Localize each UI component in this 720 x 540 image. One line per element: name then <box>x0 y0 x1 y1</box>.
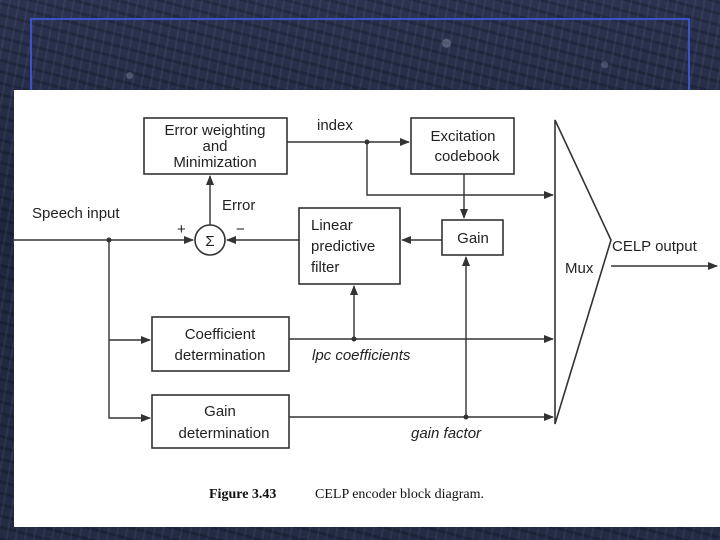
gain-det-line2: determination <box>179 425 270 442</box>
lpf-line2: predictive <box>311 238 375 255</box>
lpc-coefficients-label: lpc coefficients <box>312 347 411 364</box>
lpf-line3: filter <box>311 259 339 276</box>
to-gain-det-arrow <box>108 340 151 422</box>
error-weighting-line3: Minimization <box>173 154 256 171</box>
sigma-symbol: Σ <box>205 233 214 250</box>
plus-sign: + <box>177 221 186 238</box>
linear-predictive-filter-block: Linear predictive filter <box>298 207 401 285</box>
excitation-codebook-line1: Excitation <box>430 128 495 145</box>
gain-factor-label: gain factor <box>411 425 482 442</box>
minus-sign: − <box>236 221 245 238</box>
gain-block: Gain <box>441 219 504 256</box>
error-weighting-block: Error weighting and Minimization <box>143 117 288 175</box>
coeff-det-line2: determination <box>175 347 266 364</box>
celp-output-label: CELP output <box>612 238 698 255</box>
error-weighting-line2: and <box>202 138 227 155</box>
coefficient-determination-block: Coefficient determination <box>151 316 290 372</box>
figure-caption-text: CELP encoder block diagram. <box>315 487 484 502</box>
lpf-line1: Linear <box>311 217 353 234</box>
index-to-mux-arrow <box>366 142 554 199</box>
celp-diagram: Error weighting and Minimization Excitat… <box>14 117 718 502</box>
speech-input-label: Speech input <box>32 205 120 222</box>
error-label: Error <box>222 197 255 214</box>
coeff-det-line1: Coefficient <box>185 326 256 343</box>
gain-determination-block: Gain determination <box>151 394 290 449</box>
excitation-codebook-block: Excitation codebook <box>410 117 515 175</box>
excitation-codebook-line2: codebook <box>434 148 500 165</box>
figure-number: Figure 3.43 <box>209 487 276 502</box>
gain-block-label: Gain <box>457 230 489 247</box>
mux-block <box>554 119 612 425</box>
summer-junction: Σ <box>194 224 226 256</box>
to-coeff-det-arrow <box>108 240 151 344</box>
figure-caption: Figure 3.43 CELP encoder block diagram. <box>209 487 484 502</box>
diagram-panel: Error weighting and Minimization Excitat… <box>14 90 720 527</box>
mux-label: Mux <box>565 260 594 277</box>
gain-det-line1: Gain <box>204 403 236 420</box>
index-label: index <box>317 117 353 134</box>
error-weighting-line1: Error weighting <box>165 122 266 139</box>
